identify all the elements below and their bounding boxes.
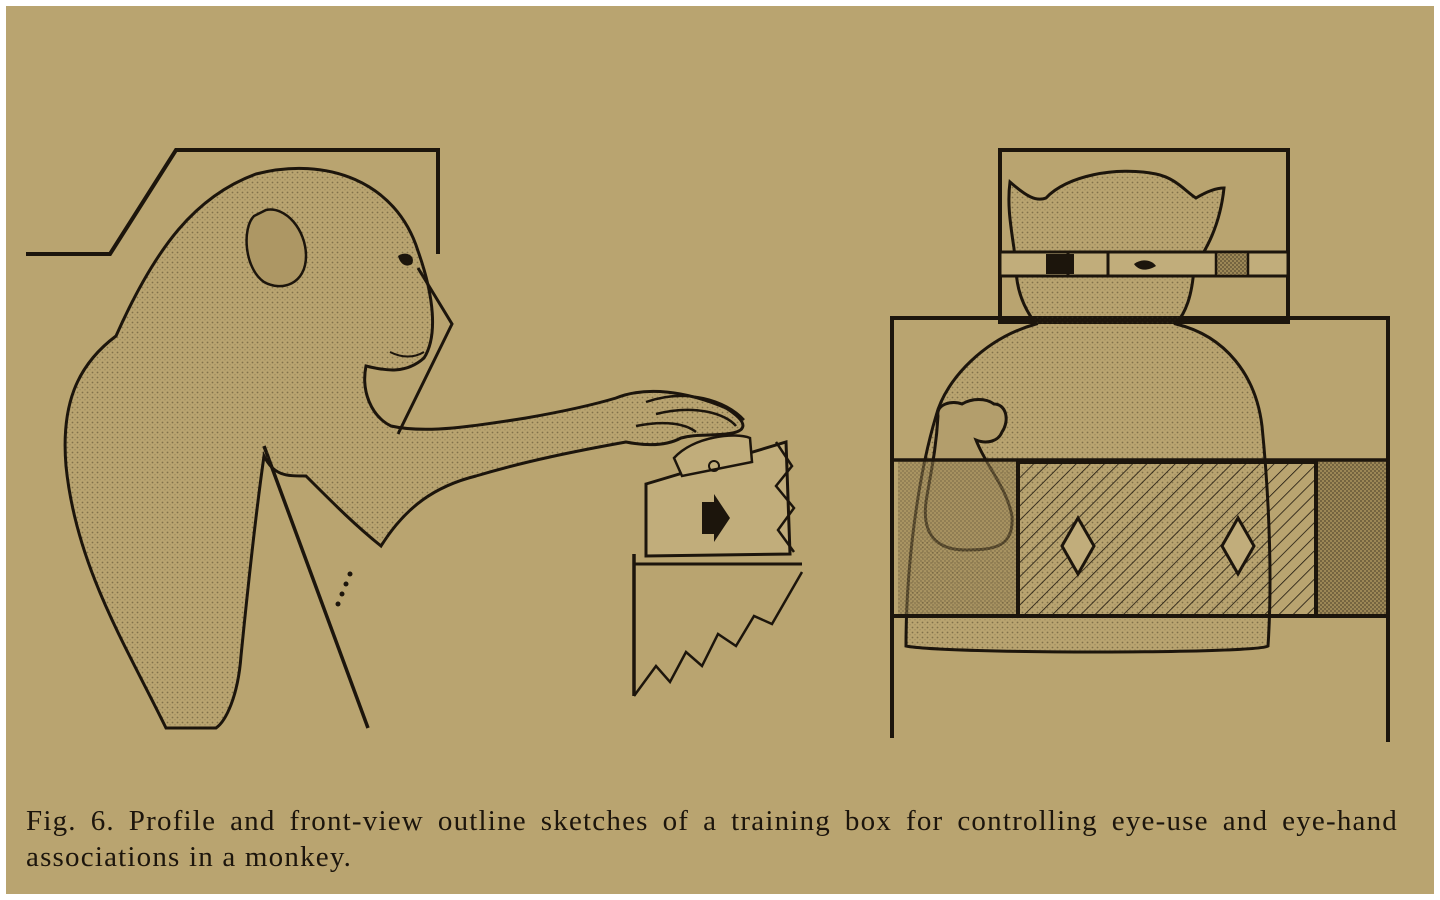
stimulus-arrow-icon [702, 494, 730, 542]
monkey-profile-mouth [389, 351, 425, 358]
front-eye-shutter-left [1046, 254, 1074, 274]
monkey-profile-eye [398, 253, 413, 266]
monkey-profile-body [63, 166, 745, 730]
figure-illustration [26, 148, 1390, 742]
profile-stimulus-door [644, 434, 796, 558]
paper-page: Fig. 6. Profile and front-view outline s… [6, 6, 1434, 894]
profile-panel [26, 148, 804, 730]
monkey-profile-fingers [635, 394, 745, 434]
profile-box-outline [26, 148, 440, 256]
stimulus-diamond-right [1220, 514, 1256, 578]
front-stimulus-panel [1016, 460, 1318, 618]
front-panel-left-block [898, 460, 1018, 616]
front-eye-occluder [1066, 250, 1110, 278]
front-panel [890, 148, 1390, 742]
front-panel-right-block [1314, 460, 1386, 616]
stimulus-diamond-left [1060, 514, 1096, 578]
front-eye-shutter-right [1214, 250, 1250, 278]
profile-chest-dots [335, 571, 353, 607]
profile-door-bracket [632, 554, 804, 697]
figure-caption: Fig. 6. Profile and front-view outline s… [26, 805, 1398, 873]
profile-front-panel [262, 445, 370, 729]
monkey-profile-ear [245, 208, 308, 288]
monkey-front-eye [1134, 260, 1156, 270]
